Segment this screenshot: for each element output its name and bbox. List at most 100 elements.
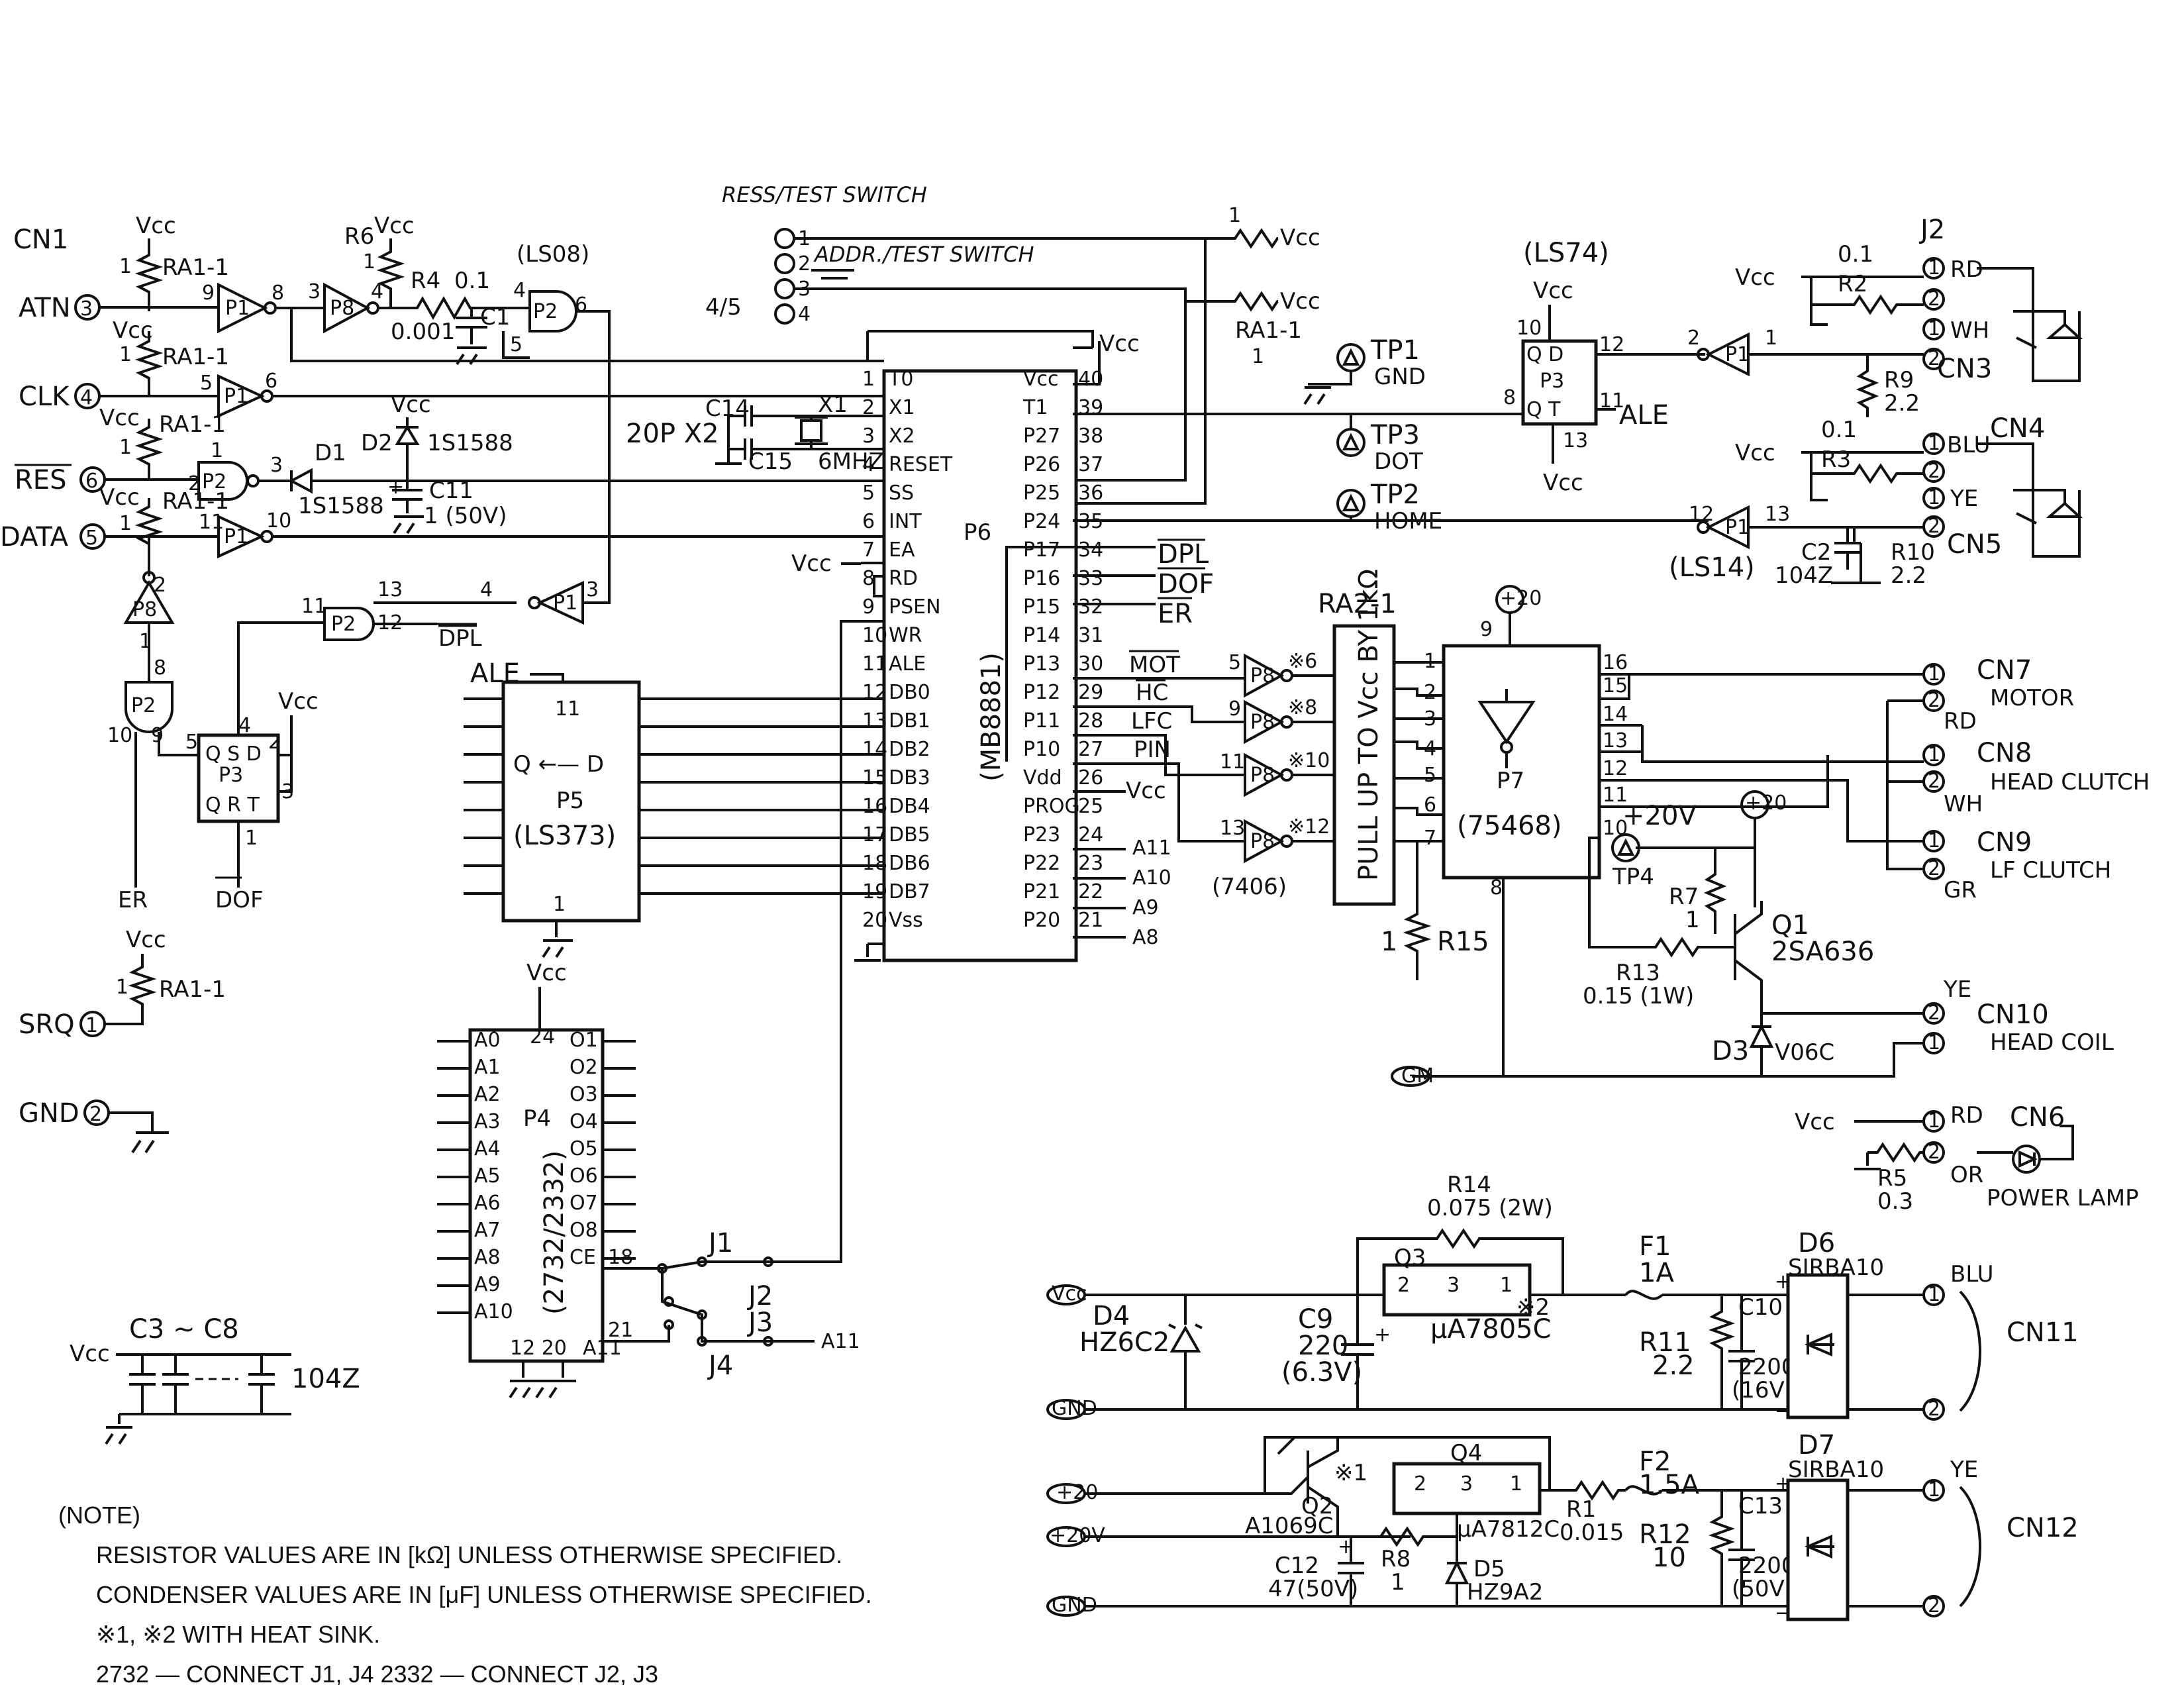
p6-pin-signal: RD	[889, 567, 918, 590]
ye-wire: YE	[1943, 976, 1971, 1003]
q2-label: Q2	[1301, 1493, 1333, 1519]
crystal-caps-label: 20P X2	[626, 419, 719, 449]
svg-text:2: 2	[1687, 327, 1700, 350]
vcc-label: Vcc	[1543, 470, 1583, 496]
svg-text:2: 2	[1928, 515, 1940, 538]
pin-2: 2	[188, 472, 201, 495]
tp1-label: TP1	[1370, 335, 1420, 366]
p6-pin-number: 38	[1078, 425, 1103, 448]
svg-text:13: 13	[1765, 503, 1790, 526]
svg-text:+20: +20	[1745, 791, 1787, 815]
svg-text:1: 1	[1928, 486, 1940, 509]
svg-text:1: 1	[1928, 1478, 1940, 1502]
cn6-text: POWER LAMP	[1987, 1185, 2139, 1211]
pin-11: 11	[199, 511, 224, 534]
pin-4: 4	[238, 714, 251, 737]
p1-label: P1	[225, 297, 250, 320]
p6-pin-signal: Vss	[889, 909, 923, 932]
q1-value: 2SA636	[1771, 937, 1874, 967]
p6-pin-number: 11	[862, 652, 887, 676]
pin-5: 5	[185, 731, 198, 754]
input-gates: P1 9 8 P8 3 4 R6 Vcc 1 R4 0.1 C1 0.001 P…	[105, 213, 884, 1025]
q1-label: Q1	[1771, 910, 1809, 941]
svg-text:8: 8	[1490, 876, 1503, 899]
p6-pin-number: 12	[862, 681, 887, 704]
crystal-frequency: 6MHZ	[818, 448, 884, 475]
pin-4: 4	[371, 280, 383, 303]
r1-label: R1	[1566, 1496, 1596, 1523]
cn3-label: CN3	[1937, 354, 1992, 384]
svg-text:2: 2	[1397, 1274, 1410, 1297]
er-output: ER	[1158, 599, 1193, 629]
svg-text:2: 2	[1928, 287, 1940, 311]
p5-label: P5	[556, 788, 584, 814]
vcc-label: Vcc	[374, 213, 415, 239]
p5-pins	[464, 697, 884, 895]
j2-label: J2	[746, 1281, 773, 1311]
cn12-label: CN12	[2007, 1513, 2079, 1543]
svg-text:10: 10	[1516, 317, 1542, 340]
ra1-value: 1	[1252, 345, 1264, 368]
svg-text:+: +	[1338, 1535, 1354, 1558]
plus20-label: +20V	[1622, 801, 1697, 831]
ic-7406-label: (7406)	[1212, 874, 1287, 900]
r12-value: 10	[1652, 1543, 1686, 1573]
c9-value: 220	[1298, 1331, 1348, 1361]
p6-pin-number: 26	[1078, 766, 1103, 790]
pin-10: 10	[107, 724, 132, 747]
p6-pin-number: 33	[1078, 567, 1103, 590]
svg-text:1: 1	[1928, 317, 1940, 340]
p8-label: P8	[1250, 664, 1275, 688]
vcc-label: Vcc	[99, 405, 140, 431]
r11-value: 2.2	[1652, 1351, 1695, 1381]
cn11-label: CN11	[2007, 1317, 2079, 1348]
svg-text:13: 13	[1220, 817, 1245, 840]
p6-pin-number: 9	[862, 595, 875, 619]
r15-label: R15	[1437, 927, 1489, 957]
p6-pin-number: 4	[862, 453, 875, 476]
cn6-label: CN6	[2010, 1102, 2065, 1133]
ra1-value: 1	[116, 976, 128, 999]
c13-rating: (50V)	[1732, 1576, 1793, 1602]
dof-output: DOF	[1158, 569, 1214, 599]
pin-6: 6	[265, 370, 277, 393]
p6-pin-signal: T1	[1022, 396, 1048, 419]
c2-label: C2	[1801, 539, 1831, 566]
p7-driver-75468	[1442, 644, 1601, 880]
p6-pin-number: 20	[862, 909, 887, 932]
ra1-label: RA1-1	[159, 411, 226, 438]
a11-output: A11	[1132, 837, 1171, 860]
p6-pin-signal: P17	[1023, 538, 1060, 562]
p6-pin-number: 25	[1078, 795, 1103, 818]
p3-qbar: Q R T	[205, 793, 260, 817]
p6-pin-signal: DB1	[889, 709, 930, 733]
p1-label: P1	[1725, 343, 1750, 366]
p6-pin-number: 19	[862, 880, 887, 903]
vcc-label: Vcc	[1795, 1109, 1835, 1135]
svg-text:7: 7	[1424, 827, 1436, 850]
p6-pin-signal: DB4	[889, 795, 930, 818]
p6-pin-signal: DB3	[889, 766, 930, 790]
dof-signal: DOF	[215, 887, 264, 913]
r5-label: R5	[1877, 1165, 1907, 1192]
svg-text:1: 1	[1928, 662, 1940, 686]
ls14-label: (LS14)	[1669, 552, 1755, 583]
pin-3: 3	[308, 280, 321, 303]
svg-text:−: −	[1775, 1400, 1791, 1423]
d7-label: D7	[1798, 1430, 1835, 1460]
p6-pin-signal: P14	[1023, 624, 1060, 647]
c12-value: 47(50V)	[1268, 1576, 1358, 1602]
ye-wire: YE	[1950, 485, 1978, 512]
svg-text:1: 1	[1500, 1274, 1513, 1297]
svg-text:12: 12	[1599, 333, 1624, 356]
svg-text:3: 3	[1460, 1472, 1473, 1496]
svg-text:1: 1	[1928, 743, 1940, 766]
note-line-4: 2732 — CONNECT J1, J4 2332 — CONNECT J2,…	[96, 1660, 658, 1685]
svg-text:2: 2	[1928, 1594, 1940, 1617]
atn-label: ATN	[19, 293, 71, 323]
p6-pin-number: 22	[1078, 880, 1103, 903]
c15-label: C15	[748, 448, 793, 475]
p6-pin-signal: P23	[1023, 823, 1060, 846]
p2-label: P2	[202, 470, 226, 493]
ra1-label: RA1-1	[162, 344, 229, 370]
